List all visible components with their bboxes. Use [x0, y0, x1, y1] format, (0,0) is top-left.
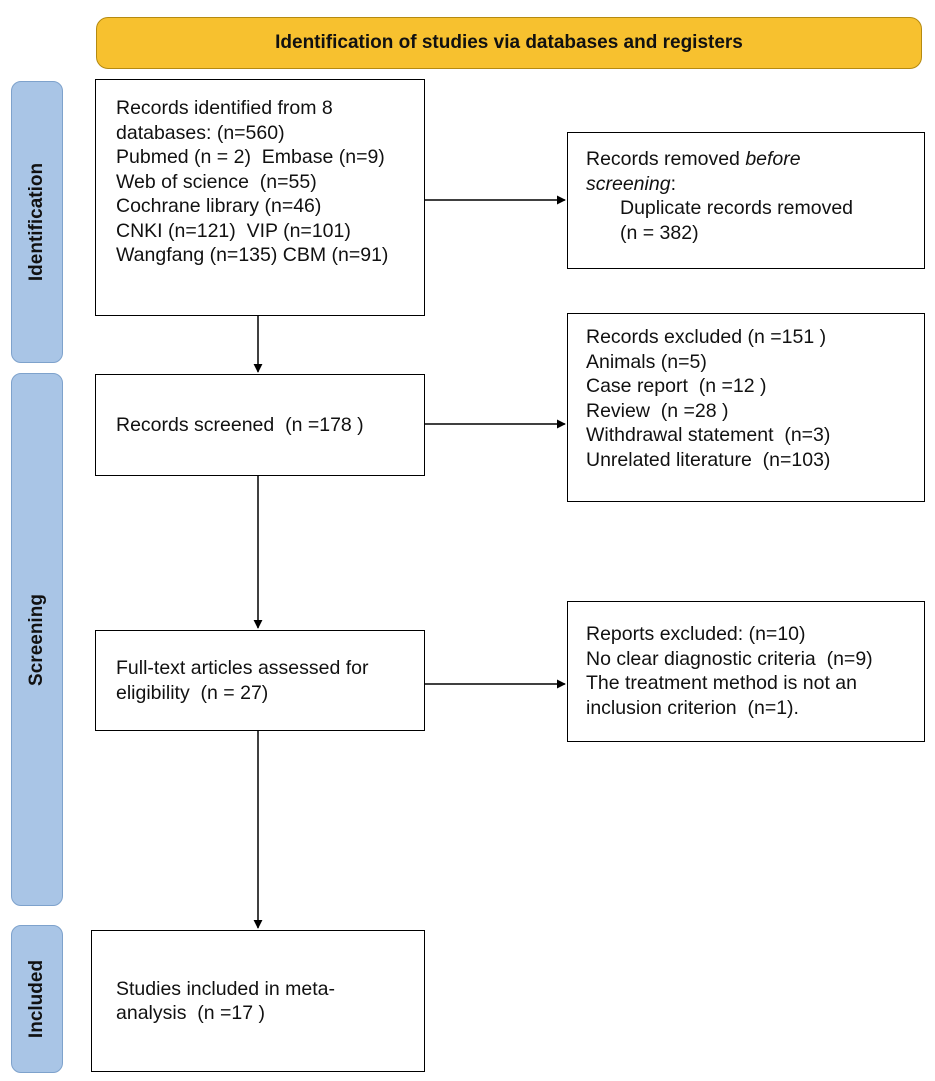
reports-excluded-line: Reports excluded: (n=10)	[586, 623, 806, 645]
header-title: Identification of studies via databases …	[275, 32, 743, 53]
records-removed-colon: :	[670, 172, 676, 195]
records-screened-box: Records screened (n =178 )	[95, 374, 425, 476]
studies-included-line: analysis (n =17 )	[116, 1002, 266, 1024]
records-identified-box: Records identified from 8 databases: (n=…	[95, 79, 425, 316]
records-identified-line: databases: (n=560)	[116, 121, 285, 144]
records-removed-line: screening:	[586, 172, 924, 197]
records-excluded-line: Withdrawal statement (n=3)	[586, 424, 831, 446]
records-removed-line: (n = 382)	[620, 221, 699, 244]
full-text-line: Full-text articles assessed for	[116, 657, 369, 679]
records-identified-line: Pubmed (n = 2) Embase (n=9)	[116, 146, 385, 168]
studies-included-line: Studies included in meta-	[116, 977, 335, 1000]
records-identified-line: Web of science (n=55)	[116, 170, 317, 193]
records-screened-text: Records screened (n =178 )	[116, 413, 364, 436]
studies-included-box: Studies included in meta- analysis (n =1…	[91, 930, 425, 1072]
records-excluded-box: Records excluded (n =151 ) Animals (n=5)…	[567, 313, 925, 502]
header-banner: Identification of studies via databases …	[96, 17, 922, 69]
records-excluded-line: Case report (n =12 )	[586, 375, 767, 397]
phase-screening: Screening	[11, 373, 63, 906]
reports-excluded-line: The treatment method is not an	[586, 672, 857, 694]
records-excluded-line: Animals (n=5)	[586, 350, 707, 373]
reports-excluded-line: No clear diagnostic criteria (n=9)	[586, 647, 873, 670]
phase-included: Included	[11, 925, 63, 1073]
records-excluded-line: Review (n =28 )	[586, 399, 729, 422]
records-excluded-line: Unrelated literature (n=103)	[586, 448, 831, 471]
reports-excluded-line: inclusion criterion (n=1).	[586, 696, 799, 719]
phase-identification: Identification	[11, 81, 63, 363]
records-excluded-line: Records excluded (n =151 )	[586, 326, 827, 348]
records-removed-emphasis: screening	[586, 172, 671, 195]
records-identified-line: Wangfang (n=135) CBM (n=91)	[116, 244, 389, 266]
full-text-line: eligibility (n = 27)	[116, 681, 269, 704]
records-removed-box: Records removed before screening: Duplic…	[567, 132, 925, 269]
records-identified-line: Records identified from 8	[116, 97, 333, 119]
records-identified-line: Cochrane library (n=46)	[116, 195, 322, 217]
records-removed-text: Records removed	[586, 148, 746, 170]
records-removed-line: Duplicate records removed	[620, 197, 854, 219]
records-removed-emphasis: before	[745, 148, 801, 170]
reports-excluded-box: Reports excluded: (n=10) No clear diagno…	[567, 601, 925, 742]
full-text-box: Full-text articles assessed for eligibil…	[95, 630, 425, 731]
records-identified-line: CNKI (n=121) VIP (n=101)	[116, 219, 351, 242]
records-removed-line: Records removed before	[586, 147, 924, 172]
